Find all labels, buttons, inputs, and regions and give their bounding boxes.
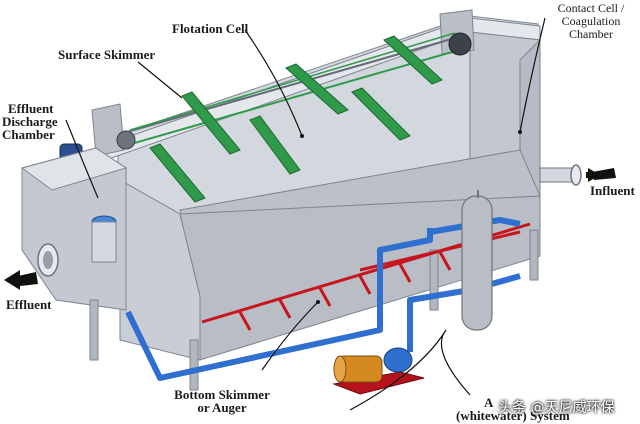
- label-effluent-discharge-line2: Discharge: [2, 114, 58, 129]
- leader-contact-cell: [519, 17, 546, 133]
- leader-dot-bottom-skimmer: [316, 300, 320, 304]
- recycle-pipe-main: [125, 310, 383, 381]
- skimmer-blade: [351, 87, 411, 141]
- recycle-pipe-riser: [377, 228, 433, 312]
- label-air-system-line2: (whitewater) System: [456, 408, 570, 423]
- sludge-header-2: [359, 230, 521, 272]
- flow-arrows: [4, 168, 616, 290]
- skimmer-blade: [249, 115, 301, 175]
- sludge-branch: [438, 251, 452, 271]
- label-contact-cell: Contact Cell / Coagulation Chamber: [542, 2, 640, 41]
- tank-leg: [189, 339, 199, 391]
- label-flotation-cell: Flotation Cell: [172, 21, 249, 36]
- recycle-pump-casing: [383, 347, 413, 373]
- label-effluent-discharge-chamber: Effluent Discharge Chamber: [2, 102, 58, 141]
- sludge-branch: [278, 299, 292, 319]
- label-contact-cell-line1: Contact Cell /: [557, 1, 625, 15]
- leader-flotation-cell: [244, 29, 303, 137]
- air-saturator-vessel: [461, 195, 493, 331]
- skimmer-blade: [383, 35, 443, 85]
- label-effluent: Effluent: [6, 297, 52, 312]
- tank-leg: [529, 229, 539, 281]
- skimmer-rail-lower: [123, 47, 467, 147]
- recycle-pipe-return: [407, 273, 521, 352]
- skimmer-sprocket-right: [448, 32, 472, 56]
- leader-surface-skimmer: [137, 61, 183, 99]
- skimmer-blade: [285, 63, 349, 115]
- tank-leg: [429, 249, 439, 311]
- sludge-branch: [398, 263, 412, 283]
- effluent-arrow-shaft: [18, 272, 38, 286]
- skimmer-sprocket-left: [116, 130, 136, 150]
- sludge-branch: [358, 275, 372, 295]
- effluent-chamber-top: [20, 147, 128, 191]
- skimmer-support-left: [91, 103, 125, 157]
- leader-effluent-chamber: [65, 119, 99, 199]
- leader-dot-flotation: [300, 134, 304, 138]
- skimmer-blade: [149, 143, 206, 203]
- label-bottom-skimmer-line2: or Auger: [197, 400, 247, 415]
- influent-arrow-shaft: [592, 168, 616, 180]
- skimmer-blades: [149, 35, 443, 203]
- label-effluent-discharge-line3: Chamber: [2, 127, 55, 142]
- influent-inlet-flange: [570, 164, 582, 186]
- recycle-piping: [125, 217, 521, 381]
- label-air-system-line1: A: [484, 395, 494, 410]
- leader-air-system: [349, 329, 471, 411]
- label-contact-cell-line2: Coagulation: [561, 14, 621, 28]
- recycle-pipe-feed: [429, 217, 521, 235]
- tank-legs: [89, 229, 539, 391]
- effluent-outlet-bore: [43, 251, 53, 269]
- leader-lines: [65, 17, 546, 411]
- sludge-branch: [318, 287, 332, 307]
- label-surface-skimmer: Surface Skimmer: [58, 47, 156, 62]
- skimmer-blade: [181, 91, 241, 155]
- sludge-branch: [238, 311, 252, 331]
- watermark-text: 头条 @天尼威环保: [498, 400, 615, 416]
- tank-leg: [89, 299, 99, 361]
- pump-motor-end: [333, 355, 347, 383]
- label-bottom-skimmer-line1: Bottom Skimmer: [174, 387, 270, 402]
- leader-dot-contact: [518, 130, 522, 134]
- effluent-arrow: [4, 270, 20, 290]
- effluent-weir-body: [91, 221, 117, 263]
- label-effluent-discharge-line1: Effluent: [8, 101, 54, 116]
- label-air-system: A (whitewater) System: [456, 396, 570, 422]
- label-bottom-skimmer: Bottom Skimmer or Auger: [172, 388, 272, 414]
- label-contact-cell-line3: Chamber: [569, 27, 613, 41]
- label-influent: Influent: [590, 183, 635, 198]
- leader-bottom-skimmer: [261, 301, 319, 371]
- influent-inlet-pipe: [539, 167, 575, 183]
